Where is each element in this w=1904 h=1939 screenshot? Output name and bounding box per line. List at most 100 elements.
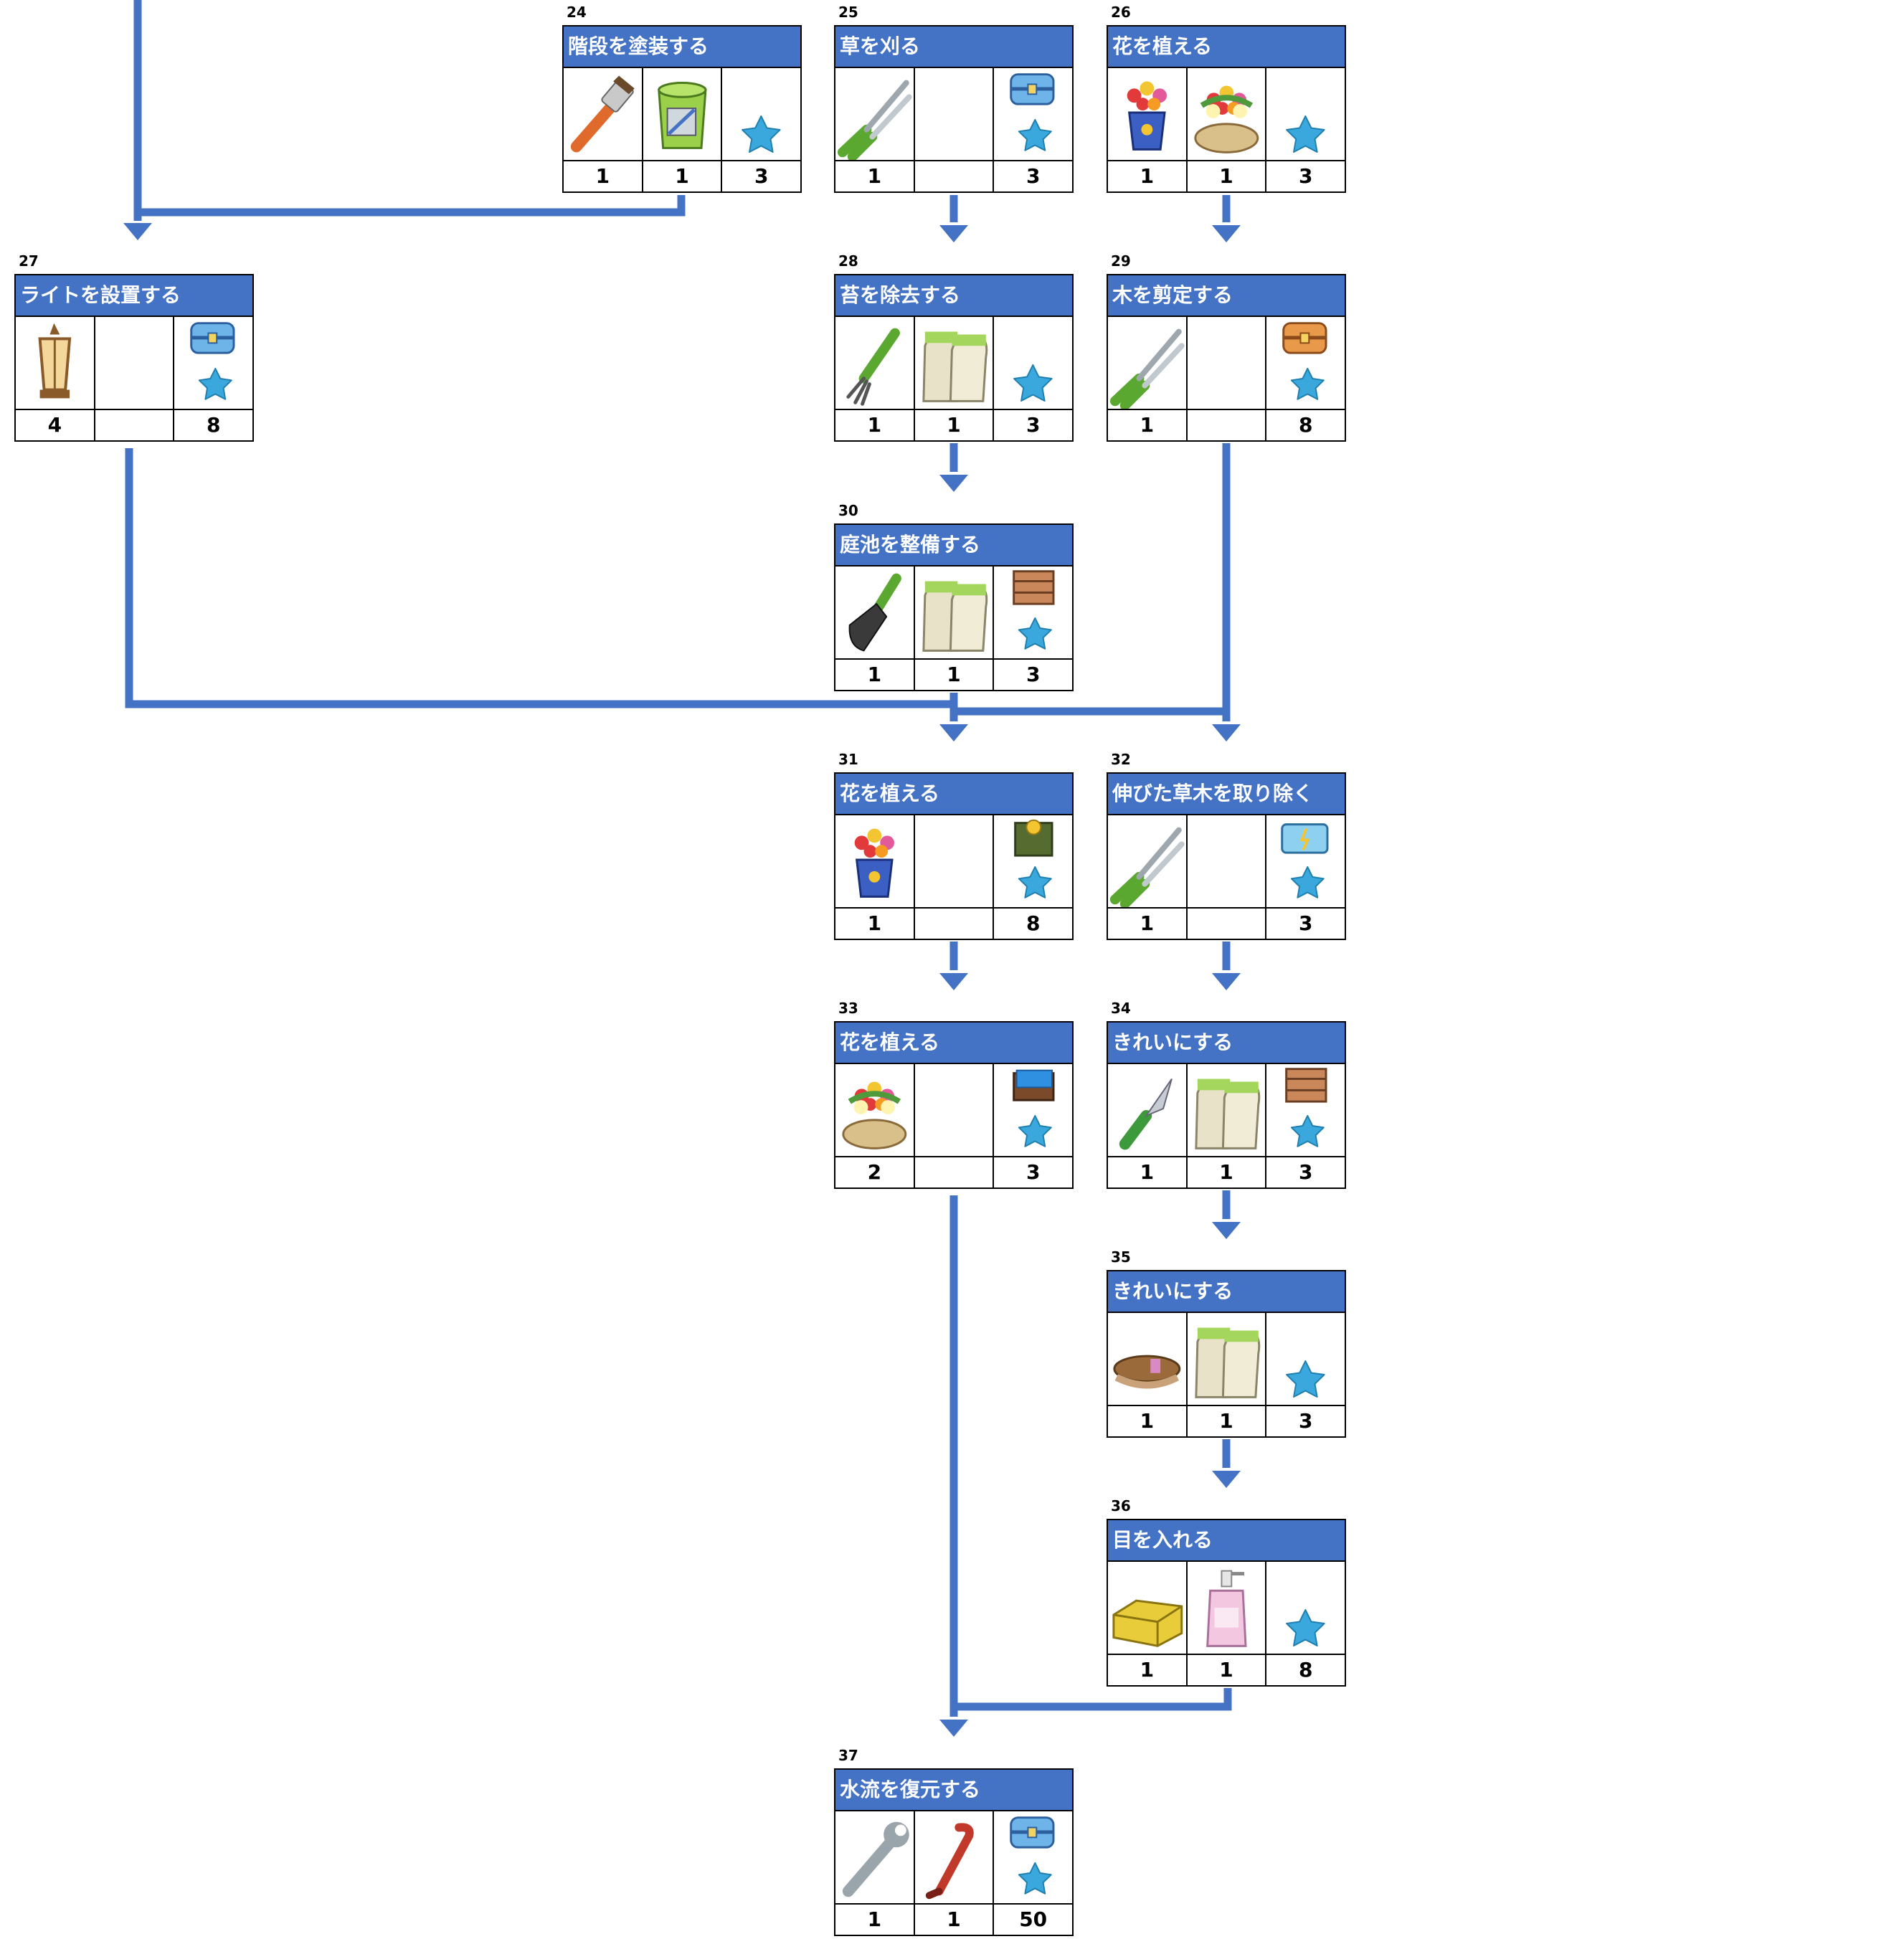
quantity-value: 1 bbox=[1108, 161, 1188, 191]
quantity-value bbox=[1188, 909, 1267, 939]
item-cell bbox=[1266, 1562, 1345, 1654]
quantity-value bbox=[915, 1157, 995, 1187]
quantity-value: 1 bbox=[835, 1905, 915, 1935]
flower-pot-icon bbox=[854, 828, 894, 898]
item-cell bbox=[564, 68, 643, 160]
quantity-value: 1 bbox=[915, 660, 995, 690]
trowel-icon bbox=[848, 573, 901, 652]
item-cell bbox=[1266, 815, 1345, 907]
quantity-value: 8 bbox=[206, 413, 221, 437]
item-cell bbox=[1108, 68, 1188, 160]
quantity-value bbox=[915, 161, 995, 191]
item-cell bbox=[1266, 317, 1345, 409]
quantity-value: 1 bbox=[1108, 909, 1188, 939]
quantity-value bbox=[1188, 410, 1267, 440]
quantity-value: 2 bbox=[835, 1157, 915, 1187]
item-cell bbox=[722, 68, 800, 160]
connector-line bbox=[954, 1688, 1232, 1711]
arrowhead bbox=[939, 973, 968, 990]
task-title: 木を剪定する bbox=[1108, 275, 1345, 317]
arrowhead bbox=[1212, 225, 1241, 242]
item-cell bbox=[915, 566, 995, 658]
quantity-value: 1 bbox=[643, 161, 723, 191]
task-number: 33 bbox=[838, 1000, 858, 1017]
empty-item-cell bbox=[95, 317, 175, 409]
task-title: 水流を復元する bbox=[835, 1770, 1072, 1811]
lantern-icon bbox=[38, 323, 72, 399]
crowbar-icon bbox=[925, 1823, 974, 1900]
soap-bottle-icon bbox=[1206, 1570, 1247, 1647]
quantity-value: 1 bbox=[1188, 1655, 1267, 1685]
paintbrush-icon bbox=[570, 75, 635, 153]
task-item-row bbox=[835, 317, 1072, 410]
quantity-value: 1 bbox=[564, 161, 643, 191]
task-title: 目を入れる bbox=[1108, 1520, 1345, 1562]
star-icon bbox=[1286, 115, 1325, 153]
task-number: 29 bbox=[1111, 252, 1131, 270]
item-cell bbox=[1188, 68, 1267, 160]
brush-icon bbox=[1113, 1355, 1181, 1389]
flower-basket-icon bbox=[842, 1081, 907, 1149]
quantity-value: 1 bbox=[1108, 1655, 1188, 1685]
task-number: 36 bbox=[1111, 1497, 1131, 1514]
item-cell bbox=[1108, 1313, 1188, 1405]
quantity-value: 1 bbox=[835, 161, 915, 191]
quantity-value: 1 bbox=[1108, 1406, 1188, 1436]
quantity-value bbox=[95, 410, 175, 440]
task-title: 伸びた草木を取り除く bbox=[1108, 774, 1345, 815]
item-cell bbox=[994, 815, 1072, 907]
blue-box-and-star-icon bbox=[1013, 1069, 1055, 1147]
item-cell bbox=[994, 566, 1072, 658]
task-number: 28 bbox=[838, 252, 858, 270]
arrowhead bbox=[939, 1720, 968, 1737]
shears-icon bbox=[1109, 827, 1185, 907]
task-number: 27 bbox=[19, 252, 39, 270]
task-title: 庭池を整備する bbox=[835, 525, 1072, 566]
task-title: 階段を塗装する bbox=[564, 27, 800, 68]
item-cell bbox=[1266, 1313, 1345, 1405]
task-title: 草を刈る bbox=[835, 27, 1072, 68]
star-icon bbox=[1013, 364, 1053, 402]
quantity-value: 3 bbox=[1026, 164, 1041, 188]
quantity-value: 8 bbox=[1298, 1658, 1313, 1682]
item-cell bbox=[835, 317, 915, 409]
toolbox-and-star-icon bbox=[1281, 823, 1329, 899]
task-item-row bbox=[835, 566, 1072, 660]
wrench-icon bbox=[842, 1821, 909, 1897]
arrowhead bbox=[1212, 1471, 1241, 1488]
quantity-value: 1 bbox=[915, 410, 995, 440]
quantity-value: 4 bbox=[16, 410, 95, 440]
quantity-value bbox=[915, 909, 995, 939]
gloves-icon bbox=[1195, 1078, 1260, 1149]
item-cell bbox=[1266, 68, 1345, 160]
task-box: 草を刈る 1 3 bbox=[834, 25, 1074, 193]
coin-box-and-star-icon bbox=[1014, 819, 1053, 899]
quantity-value: 1 bbox=[1108, 1157, 1188, 1187]
task-item-row bbox=[564, 68, 800, 161]
item-cell bbox=[994, 317, 1072, 409]
item-cell bbox=[1266, 1064, 1345, 1156]
task-number: 34 bbox=[1111, 1000, 1131, 1017]
paint-can-icon bbox=[657, 82, 707, 149]
quantity-value: 1 bbox=[1108, 410, 1188, 440]
